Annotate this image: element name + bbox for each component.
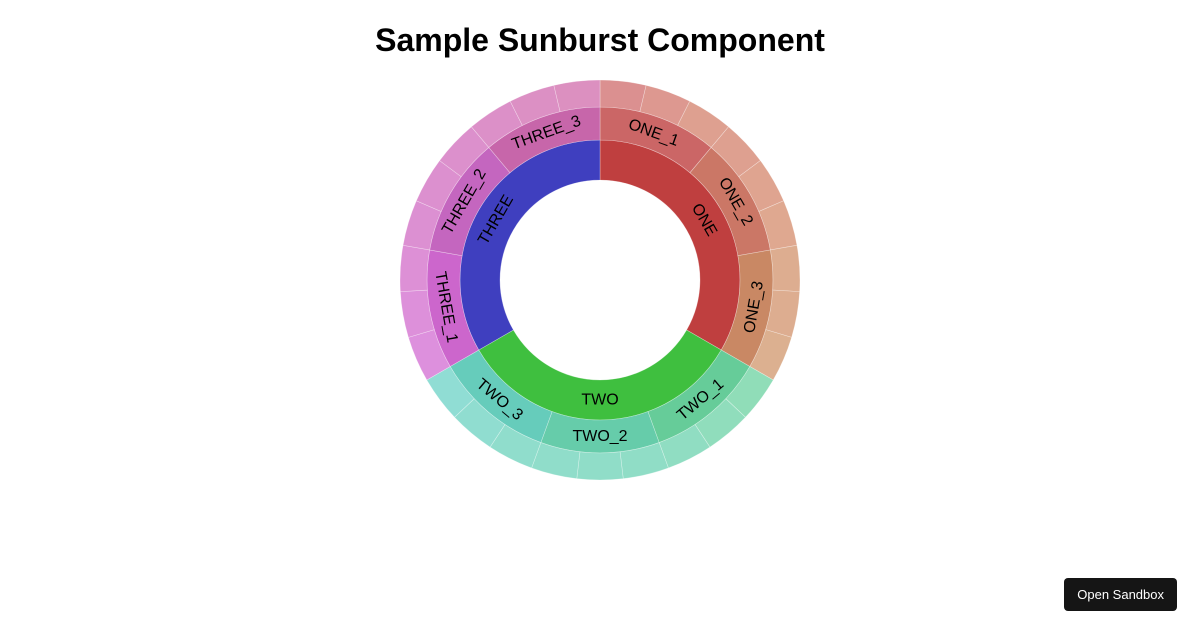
label-two: TWO <box>581 392 618 409</box>
segment-one-1-leaf-1[interactable] <box>599 79 647 113</box>
segment-one-1-leaf-3[interactable] <box>677 100 729 148</box>
segment-three-1-leaf-3[interactable] <box>399 244 430 292</box>
segment-three-1-leaf-2[interactable] <box>400 289 435 338</box>
segment-three-3-leaf-3[interactable] <box>553 79 601 113</box>
segment-two-3-leaf-1[interactable] <box>489 424 542 469</box>
segment-two-3[interactable] <box>449 349 553 443</box>
label-two-2: TWO_2 <box>572 428 627 445</box>
segment-two-1-leaf-1[interactable] <box>725 366 774 418</box>
open-sandbox-button[interactable]: Open Sandbox <box>1064 578 1177 611</box>
segment-one-2-leaf-2[interactable] <box>738 160 785 212</box>
segment-two-2-leaf-2[interactable] <box>576 451 624 481</box>
segment-two-1-leaf-2[interactable] <box>694 398 746 448</box>
segment-three-2-leaf-2[interactable] <box>415 160 462 212</box>
segment-one-2-leaf-1[interactable] <box>710 126 761 178</box>
segment-three-3-leaf-1[interactable] <box>471 100 523 148</box>
segment-two-3-leaf-3[interactable] <box>426 366 475 418</box>
segment-two-2-leaf-1[interactable] <box>619 442 669 479</box>
page-title: Sample Sunburst Component <box>375 22 825 58</box>
segment-two-2-leaf-3[interactable] <box>531 442 581 479</box>
segment-three-2-leaf-1[interactable] <box>402 200 442 251</box>
segment-one-1-leaf-2[interactable] <box>639 85 691 126</box>
segment-three-3-leaf-2[interactable] <box>509 85 561 126</box>
segment-three-1-leaf-1[interactable] <box>408 329 451 381</box>
segment-one-3-leaf-1[interactable] <box>770 244 801 292</box>
